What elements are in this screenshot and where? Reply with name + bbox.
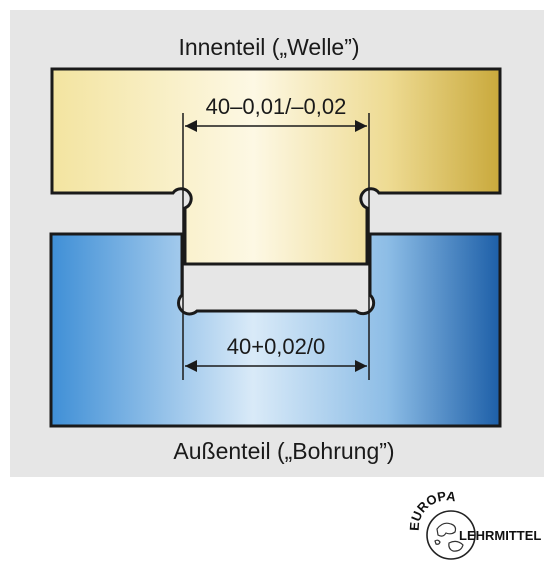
extension-lines <box>182 113 370 380</box>
inner-part-label: Innenteil („Welle”) <box>178 34 359 60</box>
bore-part <box>49 232 502 428</box>
logo-text-right: LEHRMITTEL <box>459 528 541 543</box>
globe-icon <box>426 510 476 560</box>
shaft-part <box>50 67 502 266</box>
bore-dimension-text: 40+0,02/0 <box>227 334 325 359</box>
shaft-dimension-text: 40–0,01/–0,02 <box>206 94 347 119</box>
outer-part-label: Außenteil („Bohrung”) <box>173 438 394 464</box>
europa-lehrmittel-logo: EUROPA LEHRMITTEL <box>407 488 541 560</box>
